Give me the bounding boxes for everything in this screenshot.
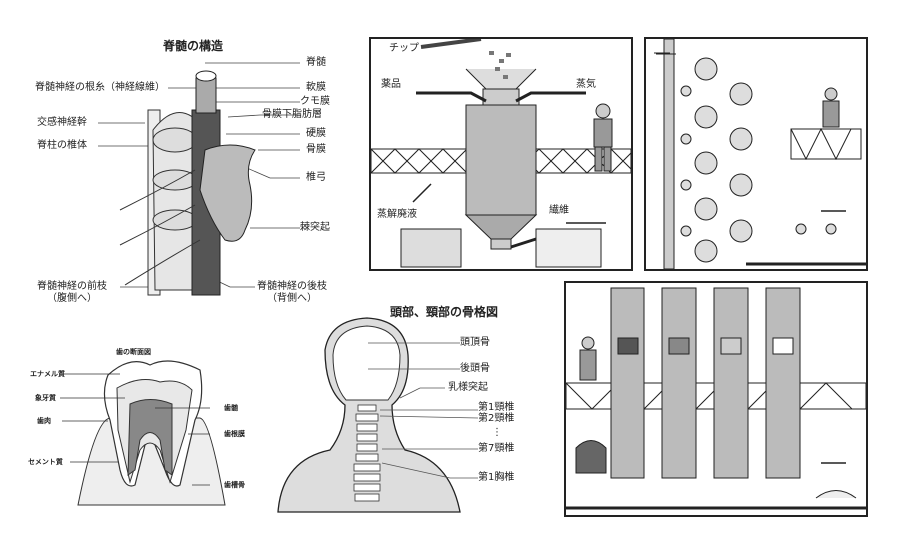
spine-label-posterior-branch: 脊髄神経の後枝 （背側へ） xyxy=(257,281,327,305)
spine-label-spinous-process: 棘突起 xyxy=(300,222,330,233)
worker-figure xyxy=(579,336,597,381)
head-label-occipital: 後頭骨 xyxy=(460,363,490,374)
spine-title: 脊髄の構造 xyxy=(163,39,224,53)
spine-label-dura: 硬膜 xyxy=(306,128,326,139)
digester-label-chemicals: 薬品 xyxy=(381,79,401,90)
spine-label-arachnoid: クモ膜 xyxy=(300,96,330,107)
tooth-label-gum: 歯肉 xyxy=(37,417,51,425)
head-label-parietal: 頭頂骨 xyxy=(460,337,490,348)
head-label-c2: 第2頸椎 xyxy=(478,413,515,424)
tooth-label-cementum: セメント質 xyxy=(28,458,63,466)
vertebrae xyxy=(353,404,381,502)
spine-label-anterior-line2: （腹側へ） xyxy=(47,293,97,304)
spine-label-pia: 軟膜 xyxy=(306,82,326,93)
worker-figure xyxy=(822,87,840,128)
digester-label-chip: チップ xyxy=(389,43,419,54)
head-title: 頭部、頸部の骨格図 xyxy=(390,305,499,319)
tooth-label-alveolar-bone: 歯槽骨 xyxy=(224,481,245,489)
head-label-c1: 第1頸椎 xyxy=(478,402,515,413)
digester-label-steam: 蒸気 xyxy=(576,79,596,90)
spine-label-periosteum: 骨膜 xyxy=(306,144,326,155)
spine-label-posterior-line1: 脊髄神経の後枝 xyxy=(257,281,327,292)
spine-label-vertebral-arch: 椎弓 xyxy=(306,172,326,183)
spine-label-anterior-line1: 脊髄神経の前枝 xyxy=(37,281,107,292)
tooth-label-dentin: 象牙質 xyxy=(35,394,56,402)
digester-panel: チップ 薬品 蒸気 蒸解廃液 繊維 xyxy=(369,37,633,271)
head-label-ellipsis: ⋮ xyxy=(492,427,502,438)
tooth-label-enamel: エナメル質 xyxy=(30,370,65,378)
head-label-mastoid: 乳様突起 xyxy=(448,382,488,393)
tooth-label-pdl: 歯根膜 xyxy=(224,430,245,438)
bleaching-towers-illustration xyxy=(566,287,866,510)
bleaching-towers-panel xyxy=(564,281,868,517)
spine-label-posterior-line2: （背側へ） xyxy=(267,293,317,304)
tooth-label-pulp: 歯髄 xyxy=(224,404,238,412)
tooth-title: 歯の断面図 xyxy=(116,348,151,356)
spine-label-nerve-root: 脊髄神経の根糸（神経線維） xyxy=(35,82,165,93)
spine-label-vertebral-body: 脊柱の椎体 xyxy=(37,140,87,151)
head-label-c7: 第7頸椎 xyxy=(478,443,515,454)
digester-label-waste-liquor: 蒸解廃液 xyxy=(377,209,417,220)
spine-label-epidural-fat: 骨膜下脂肪層 xyxy=(262,109,322,120)
spine-label-anterior-branch: 脊髄神経の前枝 （腹側へ） xyxy=(37,281,107,305)
spine-label-spinal-cord: 脊髄 xyxy=(306,57,326,68)
digester-illustration xyxy=(371,39,631,268)
roller-dryer-panel xyxy=(644,37,868,271)
digester-label-fiber: 繊維 xyxy=(549,205,569,216)
head-label-t1: 第1胸椎 xyxy=(478,472,515,483)
worker-figure xyxy=(593,103,613,172)
spine-label-sympathetic-trunk: 交感神経幹 xyxy=(37,117,87,128)
roller-dryer-illustration xyxy=(654,39,866,269)
